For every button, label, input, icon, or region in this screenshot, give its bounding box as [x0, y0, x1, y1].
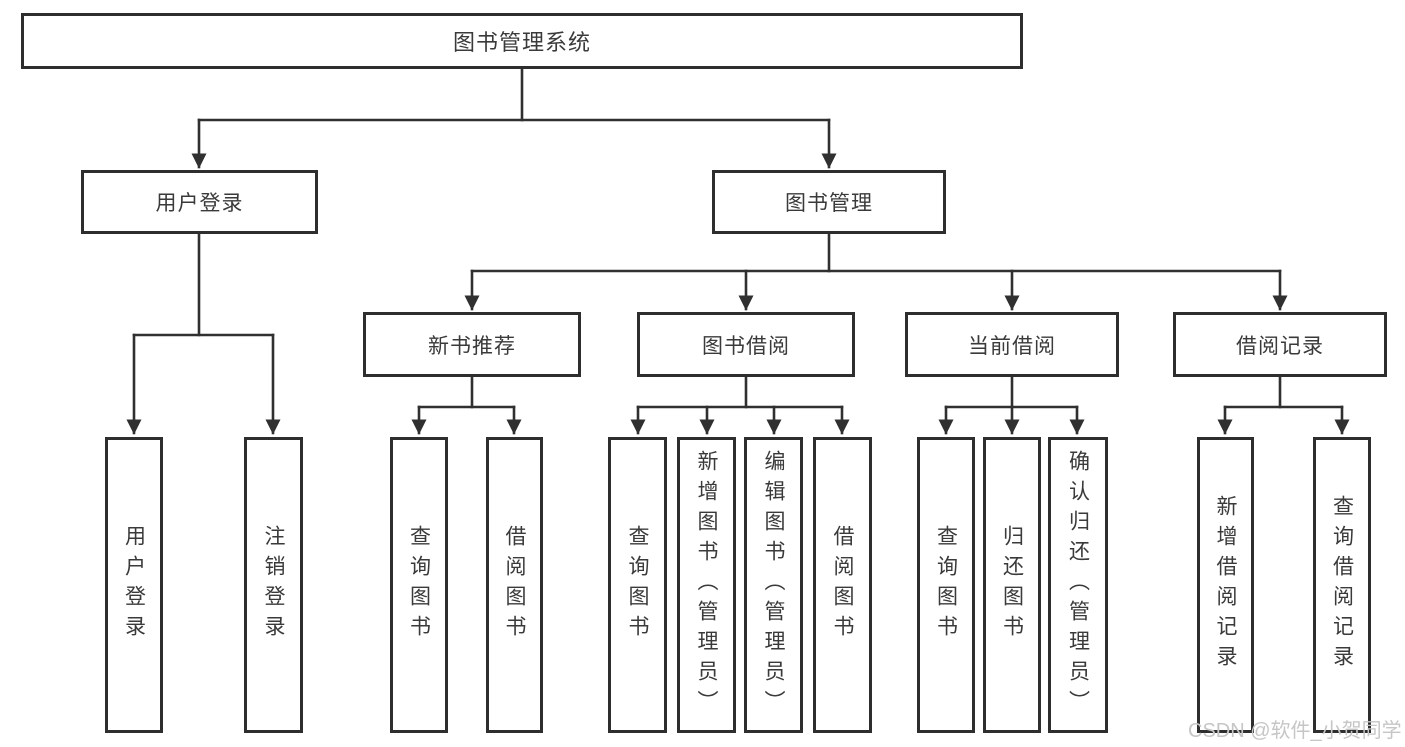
root-node: 图书管理系统 [21, 13, 1023, 69]
section-current-borrowing-node: 当前借阅 [905, 312, 1119, 377]
leaf-borrow-books-recommend-node: 借阅图书 [486, 437, 543, 733]
leaf-logout-node: 注销登录 [244, 437, 303, 733]
leaf-borrow-books-borrowing-node: 借阅图书 [813, 437, 872, 733]
section-book-borrowing-node: 图书借阅 [637, 312, 855, 377]
leaf-query-borrow-record-node: 查询借阅记录 [1313, 437, 1371, 733]
leaf-add-books-admin-node: 新增图书（管理员） [677, 437, 736, 733]
csdn-watermark: CSDN @软件_小贺同学 [1188, 720, 1402, 742]
leaf-user-login-node: 用户登录 [105, 437, 163, 733]
branch-user-login-node: 用户登录 [81, 170, 318, 234]
leaf-return-books-node: 归还图书 [983, 437, 1041, 733]
leaf-query-books-borrowing-node: 查询图书 [608, 437, 667, 733]
leaf-query-books-current-node: 查询图书 [917, 437, 975, 733]
section-new-book-recommendation-node: 新书推荐 [363, 312, 581, 377]
leaf-add-borrow-record-node: 新增借阅记录 [1197, 437, 1254, 733]
branch-book-management-node: 图书管理 [712, 170, 946, 234]
section-borrowing-records-node: 借阅记录 [1173, 312, 1387, 377]
leaf-edit-books-admin-node: 编辑图书（管理员） [744, 437, 803, 733]
leaf-confirm-return-admin-node: 确认归还（管理员） [1048, 437, 1108, 733]
leaf-query-books-recommend-node: 查询图书 [390, 437, 448, 733]
